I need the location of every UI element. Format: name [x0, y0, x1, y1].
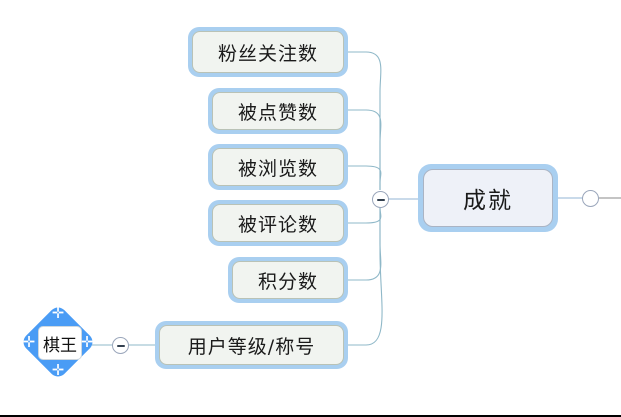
leaf-node-points[interactable]: 积分数	[228, 257, 348, 303]
plus-icon-right: ✛	[80, 333, 94, 351]
leaf-node-likes-label: 被点赞数	[212, 92, 344, 130]
plus-icon-top: ✛	[51, 304, 65, 322]
leaf-node-likes[interactable]: 被点赞数	[208, 88, 348, 134]
root-collapse-toggle[interactable]	[112, 337, 129, 354]
leaf-node-views[interactable]: 被浏览数	[208, 144, 348, 190]
leaf-node-comments-label: 被评论数	[212, 204, 344, 242]
root-node[interactable]: ✛ ✛ ✛ ✛ 棋王	[18, 303, 98, 381]
leaf-node-fans-label: 粉丝关注数	[192, 31, 344, 73]
root-node-label: 棋王	[38, 326, 82, 360]
edge-curve-points	[365, 208, 382, 281]
plus-icon-left: ✛	[22, 333, 36, 351]
branch-node-achievement[interactable]: 成就	[418, 164, 558, 232]
branch-node-achievement-label: 成就	[423, 169, 553, 227]
leaf-node-views-label: 被浏览数	[212, 148, 344, 186]
minus-icon	[116, 344, 125, 347]
leaf-node-fans[interactable]: 粉丝关注数	[188, 27, 348, 77]
minus-icon	[376, 198, 385, 201]
edge-curve-views	[365, 165, 382, 190]
achievement-collapse-toggle[interactable]	[372, 191, 389, 208]
leaf-node-points-label: 积分数	[232, 261, 344, 299]
plus-icon-bottom: ✛	[51, 361, 65, 379]
leaf-node-level[interactable]: 用户等级/称号	[155, 321, 348, 369]
leaf-node-comments[interactable]: 被评论数	[208, 200, 348, 246]
edge-curve-fans	[365, 51, 382, 190]
edge-curve-level	[365, 208, 383, 346]
edge-curve-likes	[365, 109, 382, 190]
achievement-right-toggle[interactable]	[582, 190, 599, 207]
leaf-node-level-label: 用户等级/称号	[159, 325, 344, 365]
edge-curve-comments	[365, 207, 382, 224]
